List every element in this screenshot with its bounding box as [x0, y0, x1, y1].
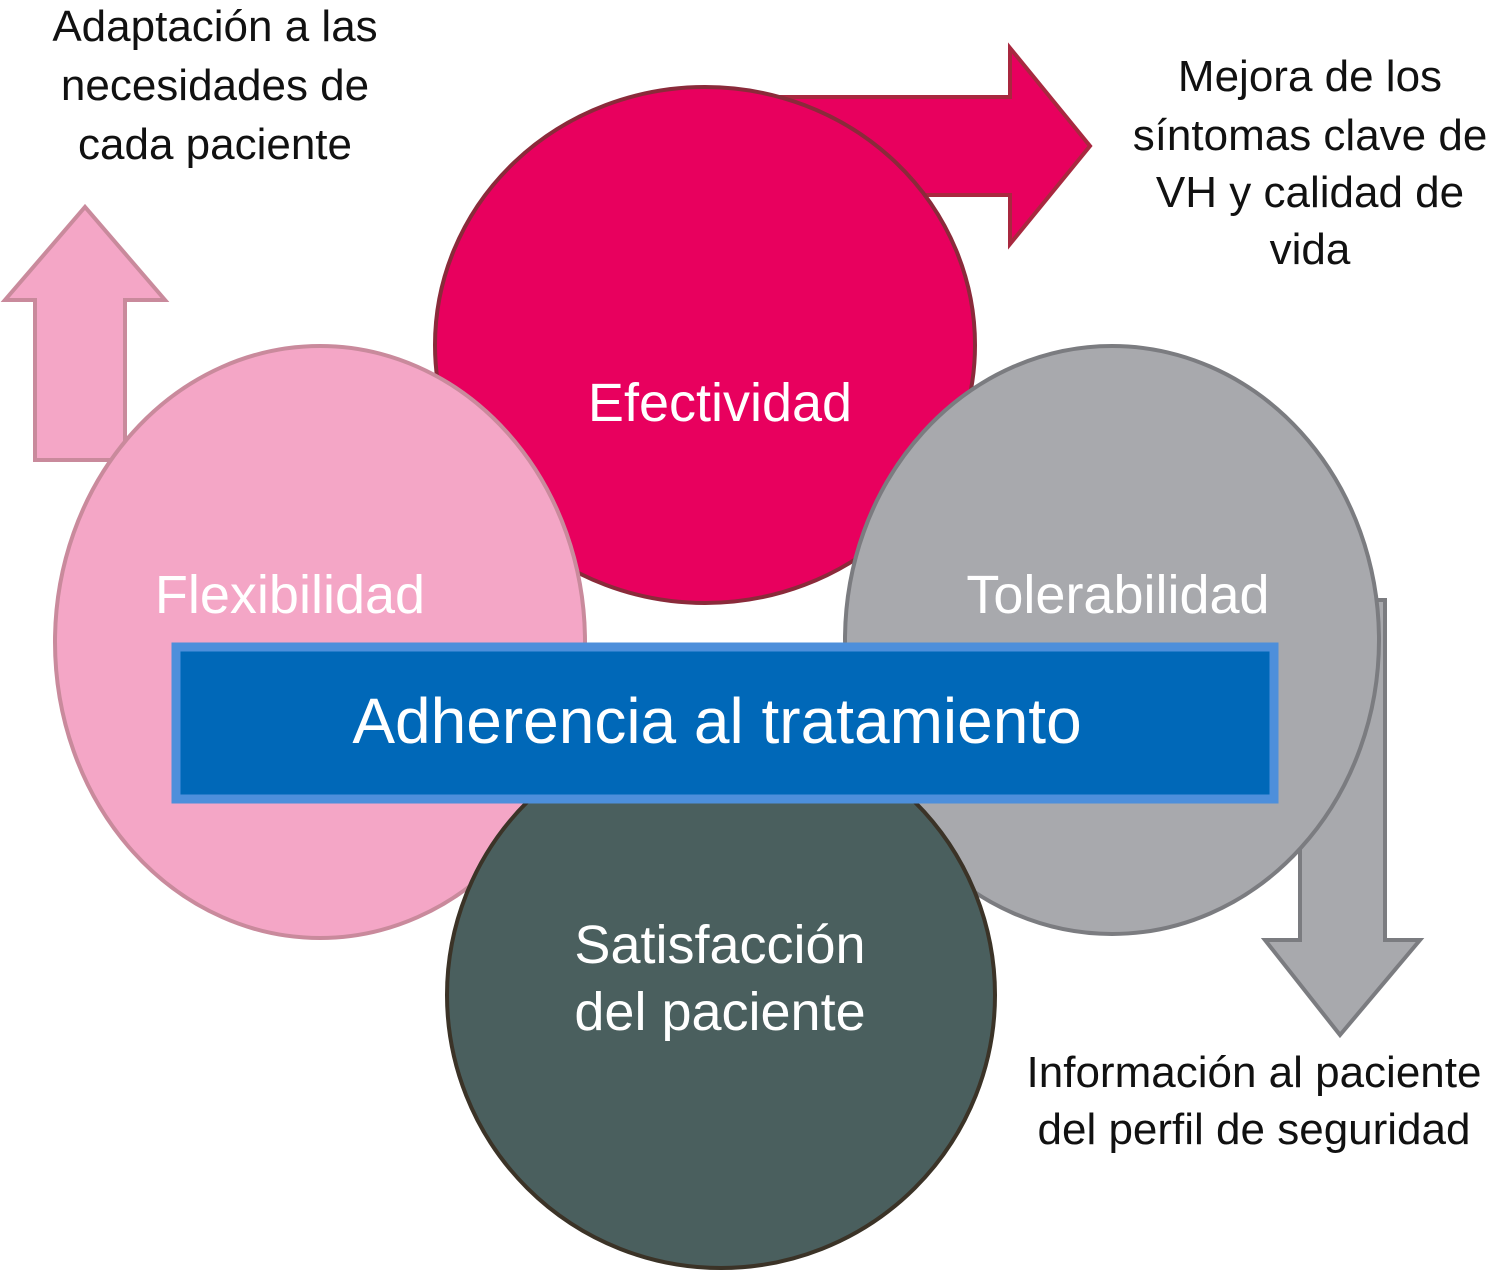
satisfaccion-label-line1: Satisfacción: [574, 915, 865, 975]
informacion-line1: Información al paciente: [1027, 1048, 1482, 1097]
adherencia-bar: [171, 642, 1279, 804]
informacion-line2: del perfil de seguridad: [1038, 1105, 1471, 1154]
flexibilidad-label: Flexibilidad: [155, 565, 425, 625]
arrow-up-pink: [0, 203, 170, 462]
efectividad-label: Efectividad: [588, 373, 852, 433]
adaptacion-line3: cada paciente: [78, 120, 352, 169]
tolerabilidad-label: Tolerabilidad: [966, 565, 1269, 625]
mejora-line3: VH y calidad de: [1156, 168, 1464, 217]
mejora-line2: síntomas clave de: [1133, 111, 1488, 160]
adherencia-label: Adherencia al tratamiento: [352, 685, 1081, 757]
adaptacion-line2: necesidades de: [61, 61, 369, 110]
adaptacion-line1: Adaptación a las: [52, 2, 377, 51]
efectividad-ellipse: [433, 85, 977, 605]
mejora-line1: Mejora de los: [1178, 52, 1442, 101]
mejora-line4: vida: [1270, 225, 1351, 274]
satisfaccion-label-line2: del paciente: [574, 982, 865, 1042]
